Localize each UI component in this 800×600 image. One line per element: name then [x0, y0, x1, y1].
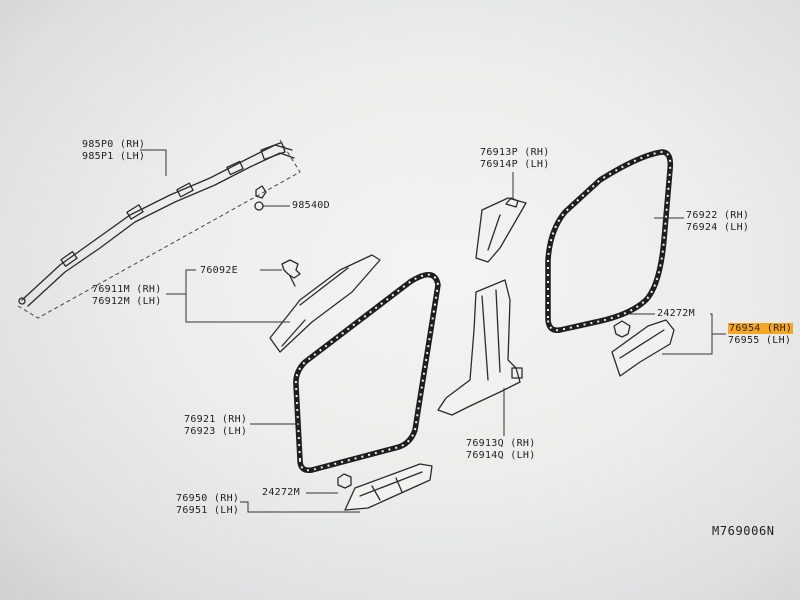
clip-right: [613, 313, 655, 338]
label-bolt: 98540D: [292, 200, 330, 211]
b-pillar-trim: [437, 279, 523, 416]
upper-pillar-trim: [475, 172, 527, 263]
label-rear-step-lh: 76955 (LH): [728, 335, 792, 346]
front-weatherstrip: [293, 272, 441, 474]
leader-front-step: [240, 501, 360, 513]
label-clip-right: 24272M: [657, 308, 695, 319]
label-front-step-lh: 76951 (LH): [176, 505, 240, 516]
bolt-98540d: [254, 185, 290, 211]
label-clip-left: 76092E: [200, 265, 238, 276]
diagram-code: M769006N: [712, 524, 775, 538]
clip-bottom: [337, 473, 352, 489]
leader-a-pillar: [166, 269, 196, 295]
rear-weatherstrip: [545, 149, 674, 333]
label-front-weatherstrip-rh: 76921 (RH): [184, 414, 248, 425]
label-rear-step-rh: 76954 (RH): [728, 323, 794, 334]
label-front-step-rh: 76950 (RH): [176, 493, 240, 504]
label-b-pillar-lh: 76914Q (LH): [466, 450, 536, 461]
label-rear-weatherstrip-rh: 76922 (RH): [686, 210, 750, 221]
a-pillar-trim: [269, 254, 381, 353]
label-clip-bottom: 24272M: [262, 487, 300, 498]
label-pillar-a-lh: 76912M (LH): [92, 296, 162, 307]
curtain-airbag: [17, 139, 301, 319]
label-upper-c-lh: 76914P (LH): [480, 159, 550, 170]
label-upper-c-rh: 76913P (RH): [480, 147, 550, 158]
label-airbag-lh: 985P1 (LH): [82, 151, 146, 162]
label-b-pillar-rh: 76913Q (RH): [466, 438, 536, 449]
label-front-weatherstrip-lh: 76923 (LH): [184, 426, 248, 437]
label-rear-weatherstrip-lh: 76924 (LH): [686, 222, 750, 233]
clip-76092e: [260, 259, 301, 287]
front-step-plate: [344, 463, 433, 511]
label-pillar-a-rh: 76911M (RH): [92, 284, 162, 295]
rear-step-plate: [611, 319, 675, 377]
label-airbag-rh: 985P0 (RH): [82, 139, 146, 150]
leader-airbag: [140, 149, 167, 176]
